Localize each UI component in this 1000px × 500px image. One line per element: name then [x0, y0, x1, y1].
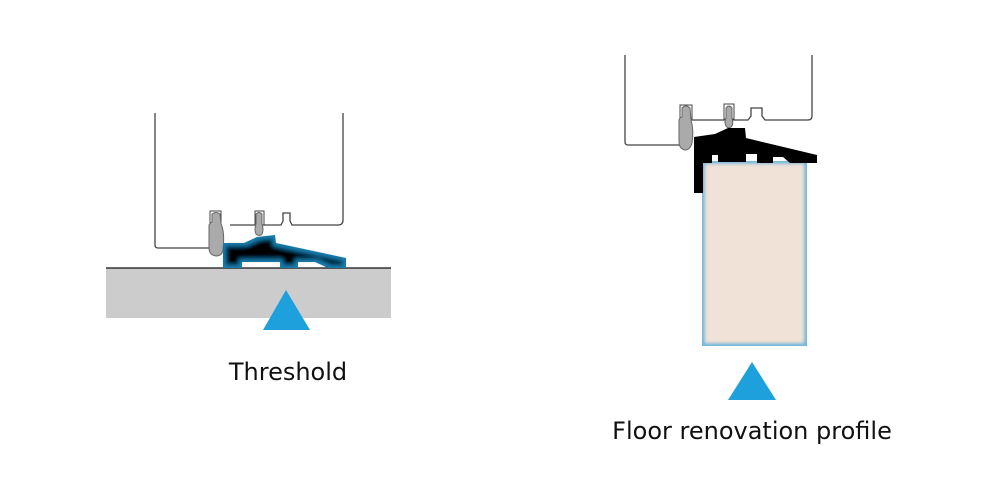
- door-seal: [678, 105, 694, 151]
- door-seal: [254, 212, 264, 236]
- floor-renovation-label: Floor renovation profile: [612, 417, 892, 445]
- threshold-profile: [223, 235, 346, 268]
- renovation-profile: [694, 128, 817, 193]
- door-seal: [724, 105, 734, 129]
- floor-board: [702, 161, 807, 346]
- door-seal: [208, 212, 225, 257]
- indicator-triangle: [263, 290, 310, 330]
- door-panel: [624, 55, 813, 146]
- floor: [106, 268, 391, 318]
- threshold-diagram: [106, 113, 391, 330]
- indicator-triangle: [728, 362, 776, 400]
- floor-renovation-diagram: [624, 55, 817, 400]
- threshold-label: Threshold: [228, 358, 348, 386]
- door-panel: [154, 113, 344, 249]
